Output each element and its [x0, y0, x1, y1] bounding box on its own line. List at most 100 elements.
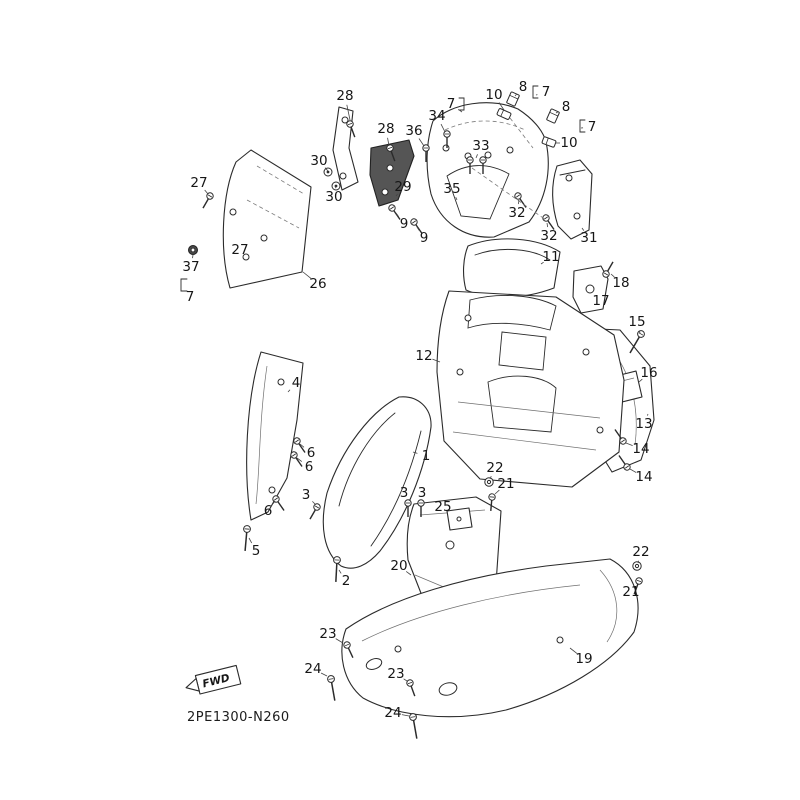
part-number-label: 16 [640, 365, 657, 381]
label-leader-line [387, 137, 390, 147]
label-leader-line [638, 330, 641, 334]
label-leader-line [403, 678, 408, 682]
label-leader-line [475, 154, 478, 159]
part-number-label: 3 [302, 487, 311, 503]
left-side-panel-part [246, 351, 304, 521]
label-leader-line [192, 254, 194, 259]
inner-legshield-part [436, 290, 625, 488]
fwd-direction-marker: FWD [185, 664, 242, 695]
label-leader-line [546, 222, 549, 228]
upper-cowl-part [426, 102, 549, 238]
part-number-label: 32 [508, 205, 525, 221]
inner-garnish-part [463, 238, 561, 298]
part-number-label: 12 [415, 348, 432, 364]
label-leader-line [514, 93, 518, 97]
part-number-label: 10 [485, 87, 502, 103]
under-cover-part [341, 558, 639, 718]
label-leader-line [346, 104, 351, 121]
label-leader-line [412, 451, 418, 454]
label-leader-line [581, 227, 585, 231]
part-number-label: 1 [422, 448, 431, 464]
part-number-label: 2 [342, 573, 351, 589]
label-leader-line [272, 500, 276, 504]
part-number-label: 7 [447, 96, 456, 112]
front-stay-brackets [332, 106, 415, 207]
label-leader-line [629, 468, 637, 473]
part-number-label: 3 [418, 485, 427, 501]
label-leader-line [338, 569, 342, 574]
label-leader-line [610, 273, 615, 278]
part-number-label: 20 [390, 558, 407, 574]
diagram-code: 2PE1300-N260 [187, 710, 290, 725]
label-leader-line [299, 443, 305, 448]
label-leader-line [204, 189, 209, 195]
label-leader-line [296, 457, 303, 462]
part-number-label: 11 [542, 249, 559, 265]
label-leader-line [324, 167, 329, 172]
part-number-label: 22 [632, 544, 649, 560]
part-number-label: 8 [562, 99, 571, 115]
part-number-label: 28 [377, 121, 394, 137]
label-leader-line [320, 672, 328, 677]
part-number-label: 26 [309, 276, 326, 292]
part-number-label: 6 [264, 503, 273, 519]
part-number-label: 31 [580, 230, 597, 246]
label-leader-line [405, 571, 412, 576]
label-leader-line [395, 212, 400, 217]
part-number-label: 13 [635, 416, 652, 432]
label-leader-line [489, 476, 492, 480]
part-number-label: 14 [632, 441, 649, 457]
label-leader-line [287, 389, 291, 393]
grouping-brackets [180, 85, 586, 292]
part-number-label: 17 [592, 293, 609, 309]
part-number-label: 22 [486, 460, 503, 476]
part-number-label: 32 [540, 228, 557, 244]
part-number-label: 34 [428, 108, 445, 124]
label-leader-line [335, 638, 344, 644]
label-leader-line [540, 261, 544, 265]
label-leader-line [625, 442, 633, 447]
label-leader-line [455, 197, 458, 201]
side-bracket-part [572, 259, 617, 314]
right-stay-part [552, 159, 593, 240]
windshield-fasteners [188, 190, 216, 255]
label-leader-line [637, 560, 640, 564]
part-number-label: 6 [305, 459, 314, 475]
part-number-label: 37 [182, 259, 199, 275]
part-number-label: 29 [394, 179, 411, 195]
part-number-label: 30 [310, 153, 327, 169]
part-number-label: 19 [575, 651, 592, 667]
label-leader-line [440, 123, 446, 133]
part-number-label: 9 [400, 216, 409, 232]
label-leader-line [498, 102, 505, 111]
label-leader-line [416, 226, 420, 231]
label-leader-line [418, 138, 425, 147]
part-number-label: 27 [190, 175, 207, 191]
part-number-label: 7 [186, 289, 195, 305]
part-number-label: 7 [542, 84, 551, 100]
label-leader-line [401, 714, 410, 717]
front-side-cowl-part [322, 396, 432, 569]
label-leader-line [646, 413, 649, 416]
part-number-label: 14 [635, 469, 652, 485]
label-leader-line [395, 193, 398, 197]
part-number-label: 4 [292, 375, 301, 391]
label-leader-line [494, 489, 500, 495]
part-number-label: 21 [622, 584, 639, 600]
label-leader-line [432, 358, 441, 363]
part-number-label: 30 [325, 189, 342, 205]
part-number-label: 3 [400, 485, 409, 501]
part-number-label: 23 [387, 666, 404, 682]
part-number-label: 25 [434, 499, 451, 515]
cowl-fasteners [323, 117, 558, 237]
part-number-label: 33 [472, 138, 489, 154]
part-number-label: 21 [497, 476, 514, 492]
part-number-label: 27 [231, 242, 248, 258]
part-number-label: 15 [628, 314, 645, 330]
part-number-label: 9 [420, 230, 429, 246]
part-number-label: 36 [405, 123, 422, 139]
label-leader-line [517, 199, 520, 205]
